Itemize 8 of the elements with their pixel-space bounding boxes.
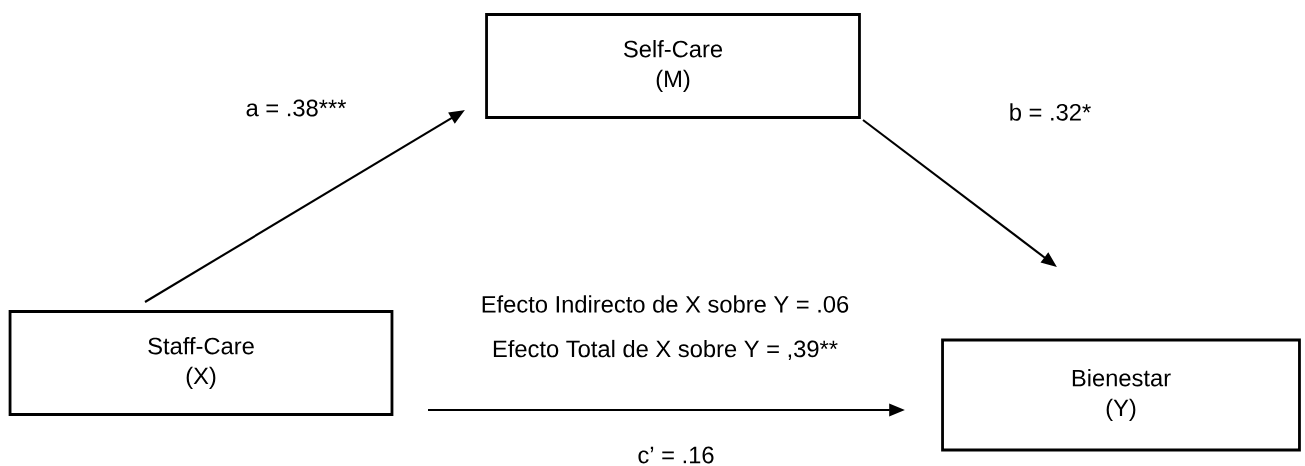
edge-label: a = .38*** bbox=[243, 97, 349, 119]
variable-box: Self-Care (M) bbox=[485, 13, 861, 119]
effect-note: Efecto Indirecto de X sobre Y = .06 bbox=[482, 295, 849, 313]
variable-box: Staff-Care (X) bbox=[8, 310, 394, 416]
edge-label: c’ = .16 bbox=[635, 444, 717, 466]
variable-box: Bienestar (Y) bbox=[941, 338, 1301, 452]
effect-note: Efecto Total de X sobre Y = ,39** bbox=[493, 339, 838, 361]
edge-label: b = .32* bbox=[1007, 101, 1093, 123]
